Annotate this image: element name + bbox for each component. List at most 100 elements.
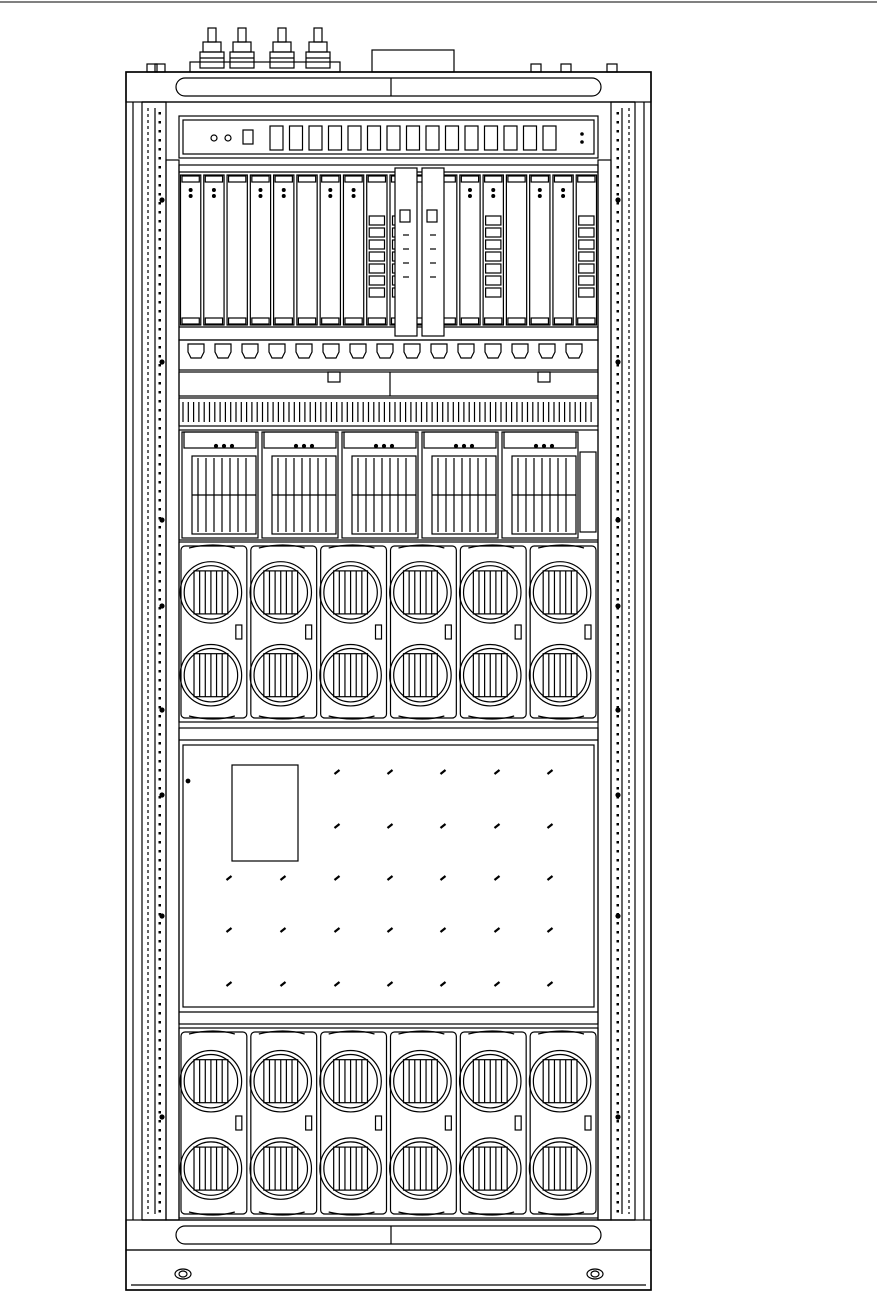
rail-hole [159,157,162,160]
panel-stud [441,876,446,880]
fan-status-led [236,625,242,639]
panel-stud [441,824,446,828]
fan-module [529,545,596,719]
rail-hole [617,1111,620,1114]
rail-hole [159,130,162,133]
rail-hole [159,391,162,394]
fan-module [180,1031,247,1215]
rail-hole [617,139,620,142]
rail-hole [617,229,620,232]
fan-module [250,545,317,719]
rail-hole [159,850,162,853]
indicator-window [504,126,517,150]
rail-hole [617,283,620,286]
fan-grille [180,1138,241,1199]
rail-hole [617,1066,620,1069]
rail-hole [617,1030,620,1033]
cable-connector [404,344,420,358]
rail-hole [617,769,620,772]
rail-screw [616,604,620,608]
panel-stud [441,982,446,986]
rail-hole [617,562,620,565]
trough-clamp [538,372,550,382]
panel-stud [227,982,232,986]
rail-hole [617,238,620,241]
rail-hole [159,742,162,745]
rail-hole [617,463,620,466]
top-cover-band [126,72,651,102]
rail-hole [617,418,620,421]
rail-hole [159,1093,162,1096]
rail-screw [616,914,620,918]
rail-hole [617,400,620,403]
rail-hole [159,571,162,574]
fan-grille [180,562,241,623]
panel-stud [495,982,500,986]
rail-hole [159,319,162,322]
rail-hole [617,121,620,124]
fan-module [250,1031,317,1215]
rail-hole [617,778,620,781]
rail-hole [159,976,162,979]
fan-status-led [585,1116,591,1130]
board-slot [343,175,363,325]
rail-hole [617,832,620,835]
rail-hole [617,742,620,745]
rail-hole [159,715,162,718]
rail-hole [617,760,620,763]
rail-hole [159,499,162,502]
rail-hole [617,733,620,736]
rail-hole [159,1102,162,1105]
board-slot [181,175,201,325]
rail-hole [159,490,162,493]
panel-stud [548,982,553,986]
fan-status-led [585,625,591,639]
rail-hole [159,625,162,628]
top-fixing [607,64,617,72]
rail-hole [159,1048,162,1051]
right-foot [587,1269,603,1279]
rail-hole [617,661,620,664]
rail-hole [159,877,162,880]
cable-connector [323,344,339,358]
rail-screw [160,518,164,522]
rail-hole [617,112,620,115]
rail-hole [617,220,620,223]
fan-grille [529,1138,590,1199]
rail-hole [617,625,620,628]
rail-hole [159,697,162,700]
fan-grille [460,644,521,705]
fan-module [460,1031,527,1215]
rail-hole [617,931,620,934]
rail-hole [617,697,620,700]
rail-hole [159,148,162,151]
rail-hole [159,445,162,448]
fan-grille [460,1050,521,1111]
rail-hole [617,1102,620,1105]
cable-connector [566,344,582,358]
power-switch [243,130,253,144]
rail-hole [159,346,162,349]
rail-hole [159,274,162,277]
fan-status-led [445,1116,451,1130]
board-slot [460,175,480,325]
fan-module [390,1031,457,1215]
board-slot [576,175,596,325]
rail-hole [159,139,162,142]
cable-connector [350,344,366,358]
rail-hole [159,922,162,925]
rail-hole [617,1075,620,1078]
fan-grille [320,1050,381,1111]
rail-hole [617,508,620,511]
lower-fan-bank [179,1028,598,1218]
cable-connector [377,344,393,358]
rail-screw [160,1115,164,1119]
main-control-board [422,168,444,336]
board-cage [179,165,598,358]
rail-hole [617,1192,620,1195]
power-module [262,432,338,538]
rail-hole [159,634,162,637]
rail-hole [159,1057,162,1060]
fan-module [180,545,247,719]
indicator-window [270,126,283,150]
